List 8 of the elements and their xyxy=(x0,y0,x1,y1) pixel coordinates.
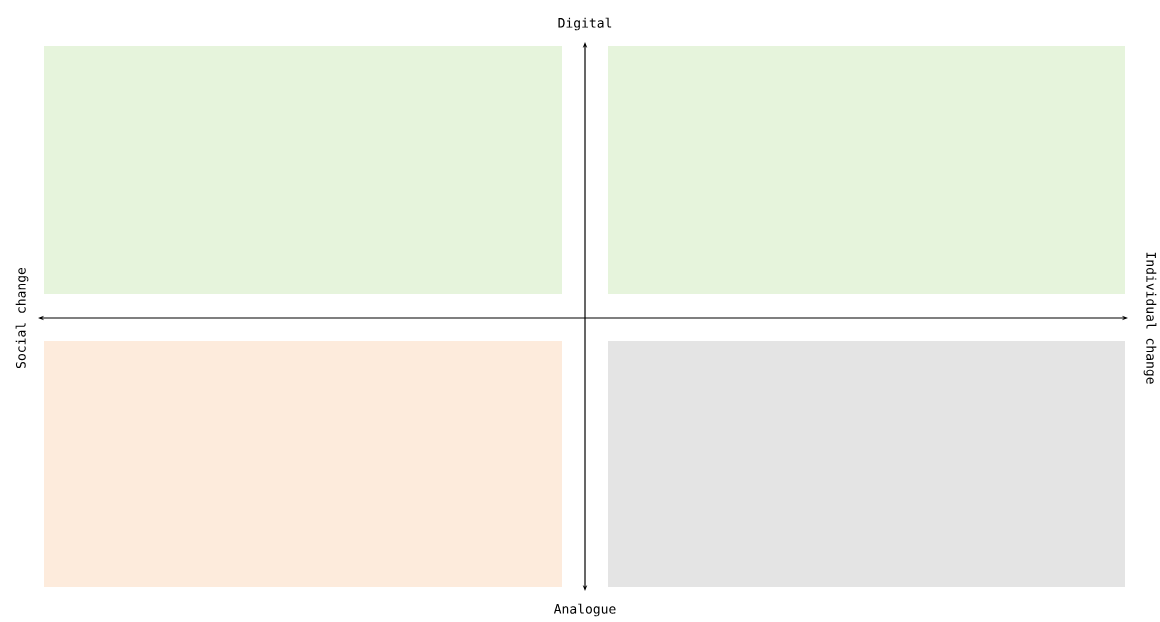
axis-label: Individual change xyxy=(1143,252,1157,384)
quadrant-box xyxy=(44,341,562,587)
axis-label: Social change xyxy=(15,267,29,368)
quadrant-box xyxy=(44,46,562,294)
quadrant-box xyxy=(608,341,1125,587)
axis-label: Analogue xyxy=(553,603,616,617)
quadrant-box xyxy=(608,46,1125,294)
axis-label: Digital xyxy=(558,17,612,31)
